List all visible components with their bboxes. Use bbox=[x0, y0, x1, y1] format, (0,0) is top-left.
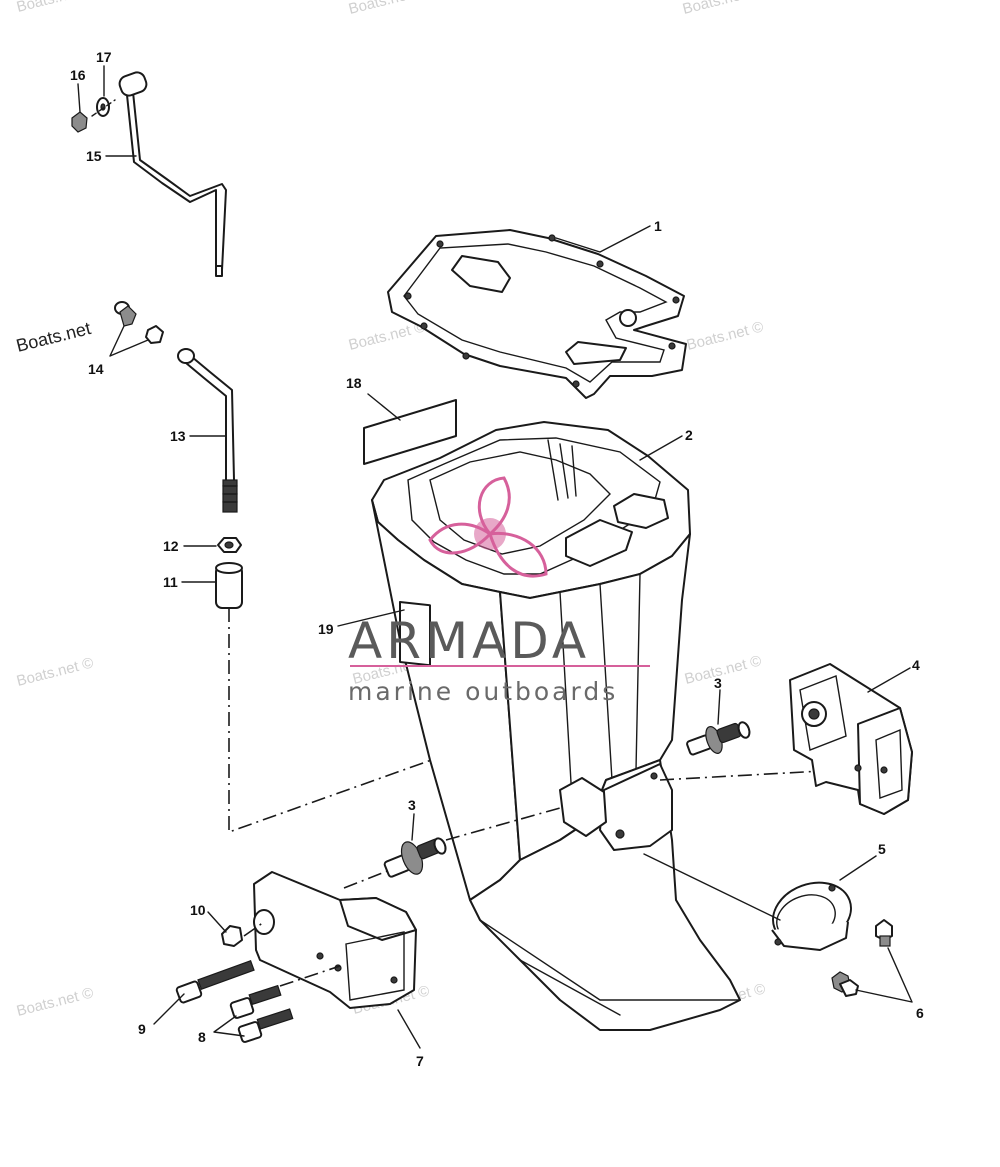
driveshaft-housing-2 bbox=[371, 421, 741, 1031]
callout-13: 13 bbox=[170, 428, 186, 444]
callout-8: 8 bbox=[198, 1029, 206, 1045]
callout-19: 19 bbox=[318, 621, 334, 637]
watermark-text: Boats.net © bbox=[15, 984, 95, 1020]
leader-lines bbox=[77, 65, 911, 1049]
callout-4: 4 bbox=[912, 657, 920, 673]
nut-16 bbox=[71, 111, 88, 133]
callout-9: 9 bbox=[138, 1021, 146, 1037]
bolt-8-upper bbox=[229, 984, 282, 1019]
brand-name: ARMADA bbox=[348, 612, 590, 670]
watermark-text-dark: Boats.net bbox=[14, 318, 93, 356]
callout-2: 2 bbox=[685, 427, 693, 443]
mount-bracket-4 bbox=[789, 663, 913, 815]
nut-10 bbox=[221, 925, 243, 947]
propeller-icon bbox=[428, 476, 548, 578]
watermark-text: Boats.net © bbox=[15, 0, 95, 16]
cover-5 bbox=[771, 881, 852, 951]
screw-6-upper bbox=[875, 919, 893, 947]
washer-17 bbox=[96, 97, 110, 117]
nut-12 bbox=[217, 537, 242, 553]
gasket-1 bbox=[387, 229, 687, 399]
watermark-text: Boats.net © bbox=[685, 318, 765, 354]
armada-logo: ARMADA marine outboards bbox=[348, 476, 650, 706]
callout-12: 12 bbox=[163, 538, 179, 554]
rubber-mount-3-left bbox=[383, 837, 447, 878]
callout-1: 1 bbox=[654, 218, 662, 234]
watermark-text: Boats.net © bbox=[15, 654, 95, 690]
watermark-text: Boats.net © bbox=[683, 652, 763, 688]
watermark-text: Boats.net © bbox=[347, 0, 427, 18]
callout-15: 15 bbox=[86, 148, 102, 164]
decal-18 bbox=[363, 399, 457, 465]
callout-14: 14 bbox=[88, 361, 104, 377]
mount-bracket-7 bbox=[253, 871, 417, 1009]
shift-rod-lower bbox=[177, 348, 238, 513]
callout-3-left: 3 bbox=[408, 797, 416, 813]
watermark-text: Boats.net © bbox=[681, 0, 761, 18]
callout-6: 6 bbox=[916, 1005, 924, 1021]
callout-11: 11 bbox=[163, 574, 178, 590]
coupler-11 bbox=[215, 562, 243, 609]
bolt-14 bbox=[114, 301, 137, 327]
brand-tagline: marine outboards bbox=[348, 677, 618, 706]
rubber-mount-3-right bbox=[686, 721, 751, 756]
callout-7: 7 bbox=[416, 1053, 424, 1069]
screw-6-lower bbox=[831, 971, 859, 997]
callout-10: 10 bbox=[190, 902, 206, 918]
callout-3-right: 3 bbox=[714, 675, 722, 691]
callout-5: 5 bbox=[878, 841, 886, 857]
callout-labels: 1 2 3 3 4 5 6 7 8 9 10 11 12 13 14 15 16… bbox=[70, 49, 924, 1069]
callout-18: 18 bbox=[346, 375, 362, 391]
shift-rod-upper bbox=[118, 71, 227, 277]
bolt-9 bbox=[175, 959, 255, 1004]
callout-16: 16 bbox=[70, 67, 86, 83]
callout-17: 17 bbox=[96, 49, 112, 65]
nut-14 bbox=[145, 325, 164, 344]
